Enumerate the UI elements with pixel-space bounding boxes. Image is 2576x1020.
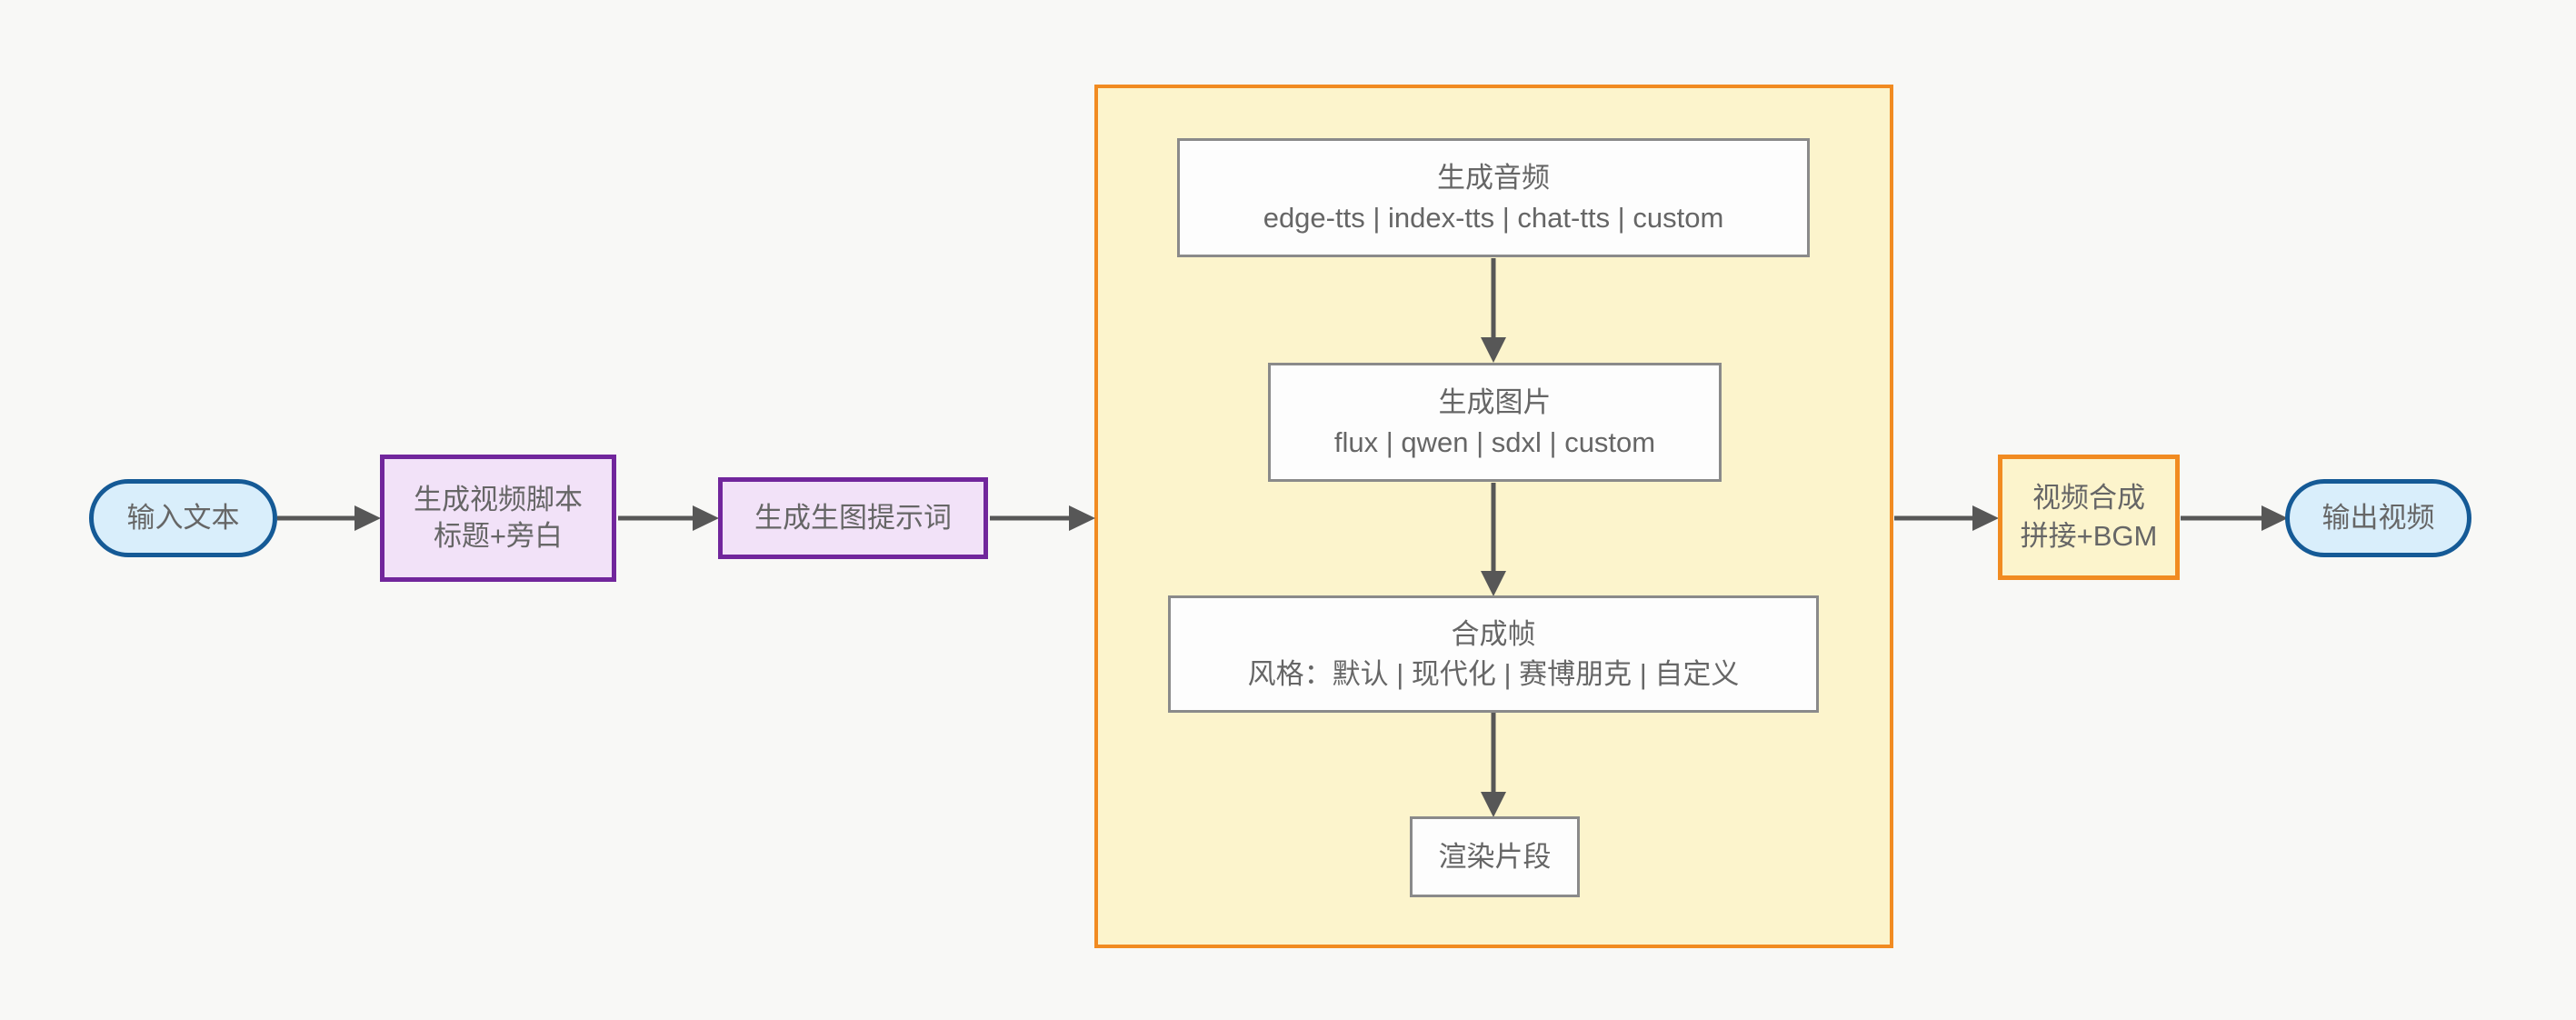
- node-generate-audio-options: edge-tts | index-tts | chat-tts | custom: [1263, 201, 1724, 234]
- node-generate-script: 生成视频脚本 标题+旁白: [380, 455, 616, 582]
- node-video-compose-title: 视频合成: [2032, 482, 2145, 514]
- node-generate-image-prompt: 生成生图提示词: [718, 477, 988, 559]
- arrow-prompt-to-pipeline: [990, 505, 1095, 531]
- arrow-input-to-script: [277, 505, 381, 531]
- node-generate-script-subtitle: 标题+旁白: [433, 520, 564, 552]
- node-input-text: 输入文本: [89, 479, 277, 557]
- node-generate-picture-options: flux | qwen | sdxl | custom: [1333, 425, 1656, 458]
- arrow-pipeline-to-compose: [1894, 505, 1999, 531]
- node-output-video: 输出视频: [2285, 479, 2471, 557]
- arrow-compose-to-output: [2181, 505, 2288, 531]
- node-input-text-label: 输入文本: [126, 502, 240, 534]
- node-generate-script-title: 生成视频脚本: [414, 484, 583, 515]
- node-compose-frames: 合成帧 风格：默认 | 现代化 | 赛博朋克 | 自定义: [1168, 595, 1819, 713]
- node-generate-image-prompt-label: 生成生图提示词: [754, 502, 952, 534]
- node-render-clips-label: 渲染片段: [1438, 840, 1552, 873]
- node-render-clips: 渲染片段: [1410, 816, 1580, 897]
- node-compose-frames-title: 合成帧: [1451, 617, 1536, 650]
- node-output-video-label: 输出视频: [2321, 502, 2435, 534]
- node-generate-audio-title: 生成音频: [1437, 161, 1550, 194]
- node-generate-picture: 生成图片 flux | qwen | sdxl | custom: [1268, 363, 1722, 482]
- node-generate-audio: 生成音频 edge-tts | index-tts | chat-tts | c…: [1177, 138, 1810, 257]
- node-video-compose-subtitle: 拼接+BGM: [2020, 520, 2158, 552]
- node-video-compose: 视频合成 拼接+BGM: [1998, 455, 2180, 580]
- arrow-script-to-prompt: [618, 505, 719, 531]
- node-compose-frames-options: 风格：默认 | 现代化 | 赛博朋克 | 自定义: [1247, 657, 1740, 690]
- node-generate-picture-title: 生成图片: [1438, 385, 1552, 418]
